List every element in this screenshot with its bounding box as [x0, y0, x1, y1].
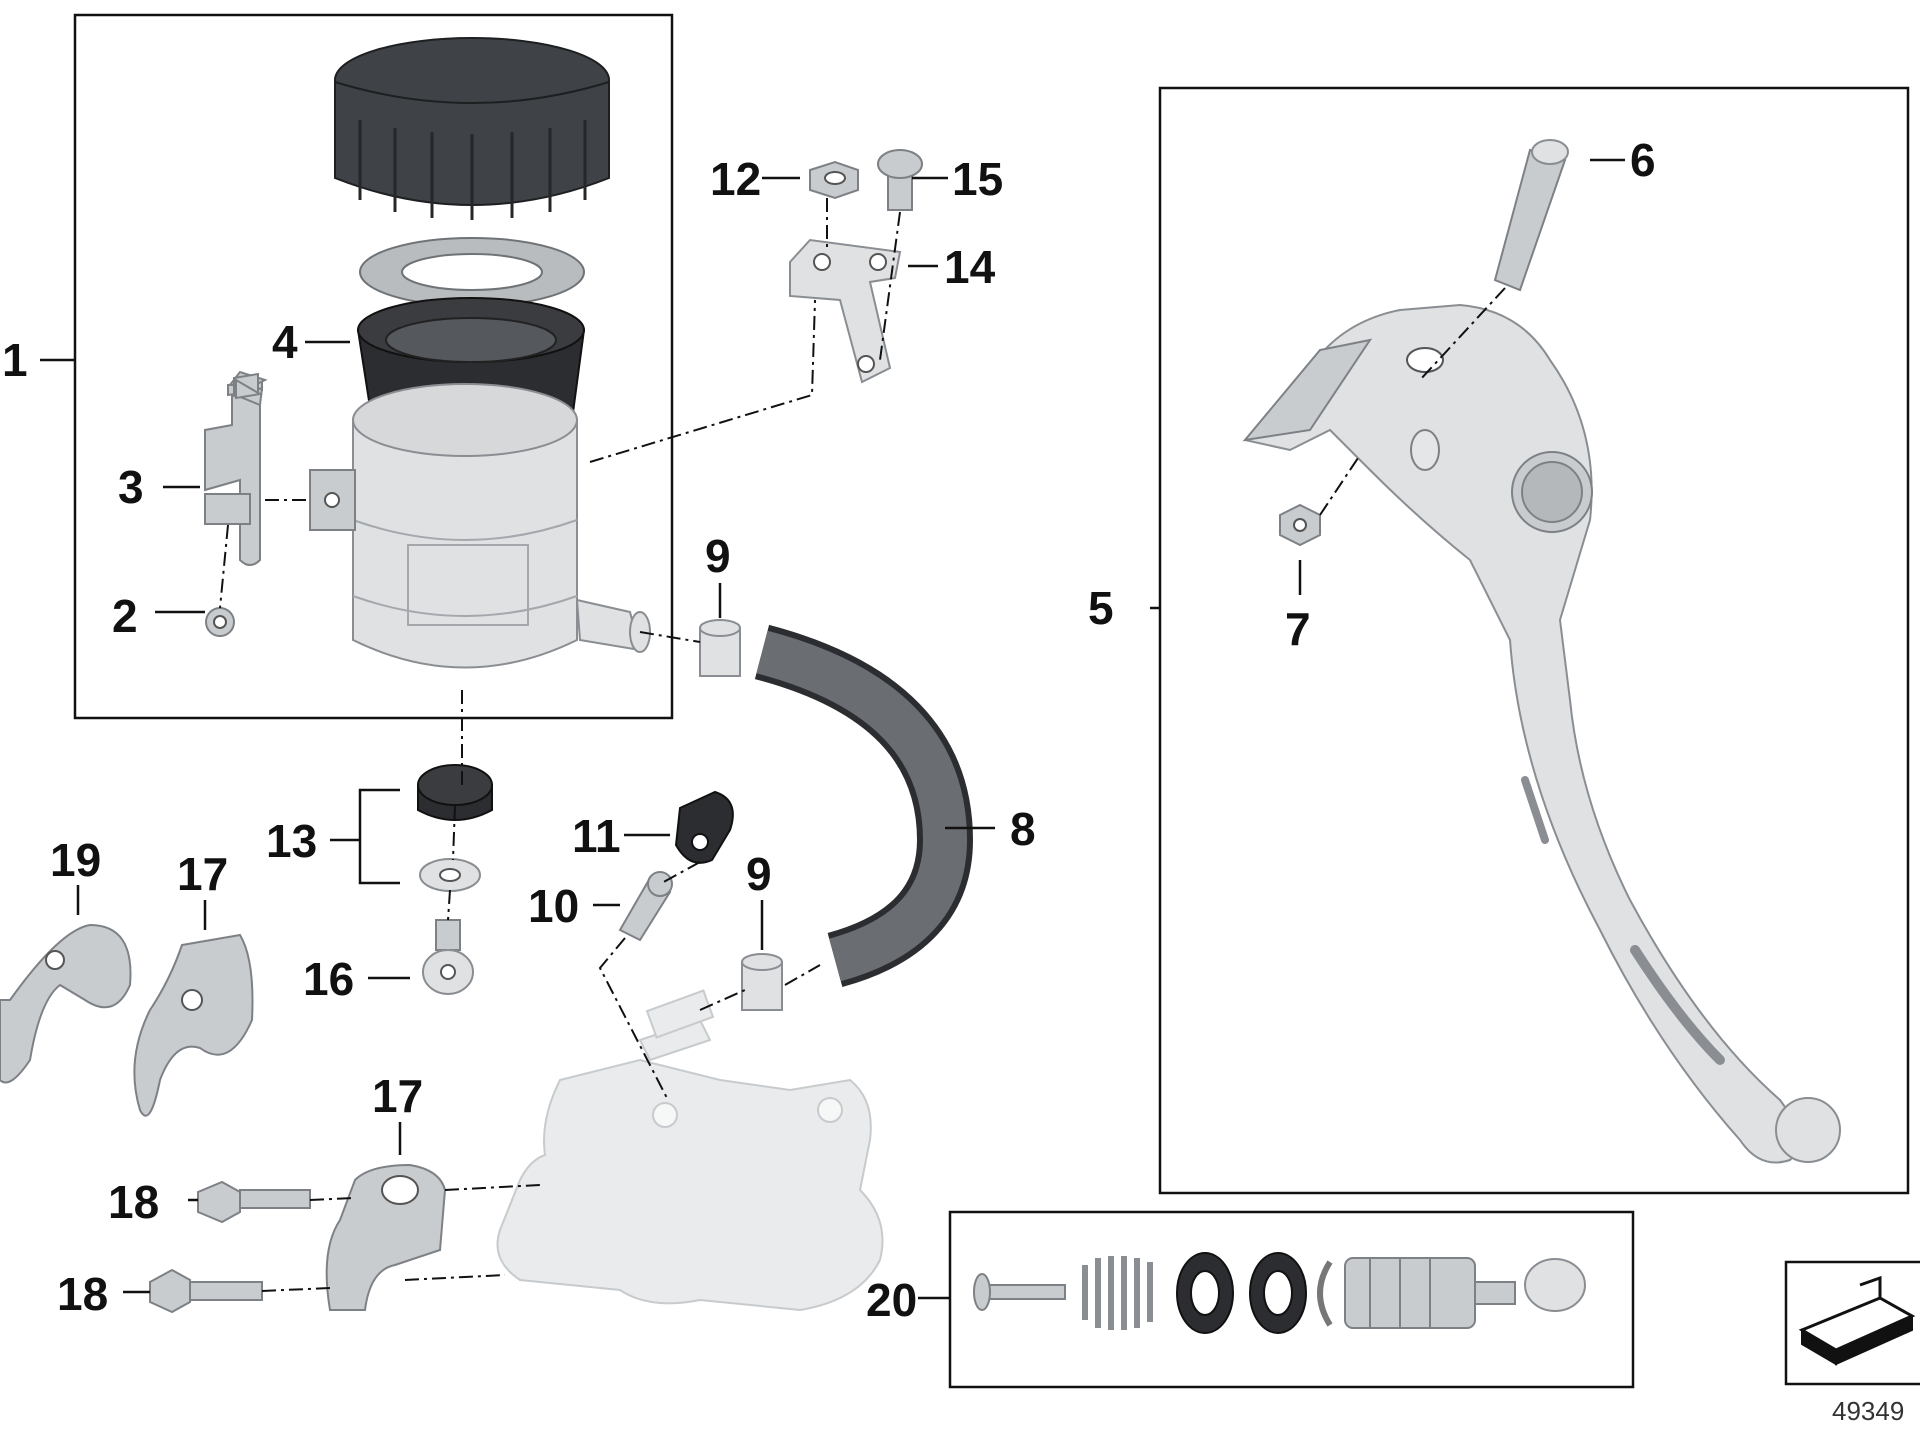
- callout-19: 19: [50, 834, 101, 886]
- mounting-bracket: [204, 370, 356, 566]
- cap-diaphragm-ring: [359, 237, 585, 307]
- callout-8: 8: [1010, 803, 1036, 855]
- callout-17-upper: 17: [177, 848, 228, 900]
- callout-16: 16: [303, 953, 354, 1005]
- lock-nut-7: [1279, 503, 1321, 547]
- callout-13: 13: [266, 815, 317, 867]
- nut-12: [809, 160, 859, 200]
- clamp-19: [0, 923, 132, 1084]
- repair-kit-spring: [1082, 1256, 1153, 1330]
- screw-18-lower: [149, 1268, 263, 1314]
- callout-5: 5: [1088, 582, 1114, 634]
- brake-lever: [1242, 303, 1841, 1164]
- callout-14: 14: [944, 241, 996, 293]
- drawing-number: 49349: [1832, 1396, 1904, 1426]
- assembly-lines: [219, 198, 1506, 1292]
- repair-kit-piston: [1344, 1257, 1586, 1329]
- callout-4: 4: [272, 316, 298, 368]
- reservoir-cap: [334, 37, 610, 220]
- callout-18-upper: 18: [108, 1176, 159, 1228]
- cap-screw-16: [422, 919, 474, 995]
- callout-20: 20: [866, 1274, 917, 1326]
- callout-6: 6: [1630, 134, 1656, 186]
- callout-15: 15: [952, 153, 1003, 205]
- bleed-cap: [674, 790, 734, 864]
- bracket-screw: [205, 607, 235, 637]
- callout-9-upper: 9: [705, 530, 731, 582]
- callout-labels: 1 2 3 4 5 6 7 8 9 9 10 11 12 13 14 15 16…: [2, 134, 1656, 1326]
- callout-17-lower: 17: [372, 1070, 423, 1122]
- grommet-washer: [419, 858, 481, 892]
- callout-3: 3: [118, 461, 144, 513]
- hose-clip-upper: [699, 619, 741, 677]
- callout-1: 1: [2, 334, 28, 386]
- hose-clip-lower: [741, 953, 783, 1011]
- repair-kit-box: [948, 1210, 1635, 1389]
- pivot-pin-6: [1493, 139, 1569, 292]
- repair-kit-parts: [973, 1252, 1586, 1334]
- reservoir-body: [352, 383, 651, 669]
- screw-15: [877, 149, 923, 211]
- reservoir-assembly-box: [73, 13, 674, 720]
- callout-12: 12: [710, 153, 761, 205]
- lever-assembly-box: [1158, 86, 1910, 1195]
- callout-7: 7: [1285, 603, 1311, 655]
- callout-9-lower: 9: [746, 848, 772, 900]
- screw-18-upper: [197, 1180, 311, 1224]
- repair-kit-circlip: [1317, 1260, 1333, 1327]
- bleed-valve: [618, 871, 673, 942]
- clamp-17-lower: [325, 1163, 447, 1311]
- clamp-17-upper: [133, 933, 254, 1117]
- leader-lines: [40, 158, 1625, 1300]
- callout-11: 11: [572, 810, 621, 862]
- callout-2: 2: [112, 590, 138, 642]
- drawing-symbol: [1784, 1260, 1920, 1386]
- callout-18-lower: 18: [57, 1268, 108, 1320]
- grommet-upper: [417, 764, 493, 821]
- master-cylinder-body: [496, 989, 884, 1312]
- callout-10: 10: [528, 880, 579, 932]
- plate-14: [789, 238, 902, 384]
